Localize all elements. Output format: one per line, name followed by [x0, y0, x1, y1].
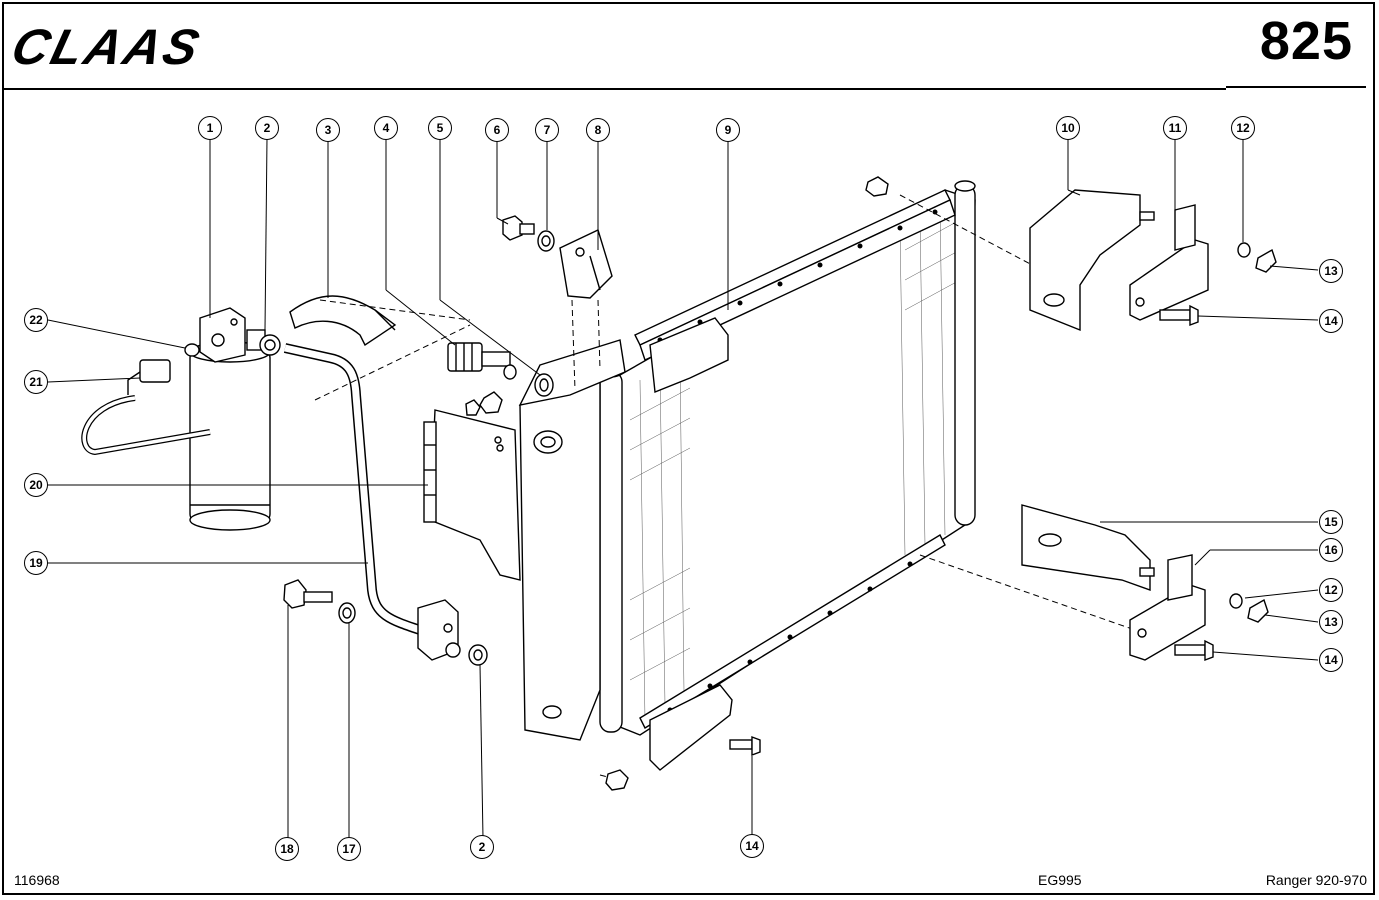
callout-14-upper: 14: [1319, 309, 1343, 333]
callout-16: 16: [1319, 538, 1343, 562]
o-ring-2-lower: [468, 644, 488, 666]
callout-5: 5: [428, 116, 452, 140]
callout-13-lower: 13: [1319, 610, 1343, 634]
model-range: Ranger 920-970: [1265, 872, 1367, 888]
callout-2: 2: [255, 116, 279, 140]
tube-end-block: [417, 599, 461, 661]
mounting-plate: [423, 339, 626, 741]
receiver-drier: [189, 307, 271, 531]
callout-3: 3: [316, 118, 340, 142]
bolt-6: [502, 215, 535, 241]
callout-20: 20: [24, 473, 48, 497]
callout-12-lower: 12: [1319, 578, 1343, 602]
callout-21: 21: [24, 370, 48, 394]
clamp: [289, 295, 397, 347]
callout-12: 12: [1231, 116, 1255, 140]
callout-2-lower: 2: [470, 835, 494, 859]
callout-13-upper: 13: [1319, 259, 1343, 283]
bracket-15: [1021, 504, 1155, 591]
callout-11: 11: [1163, 116, 1187, 140]
callout-15: 15: [1319, 510, 1343, 534]
callout-7: 7: [535, 118, 559, 142]
seal-ring-22: [184, 343, 200, 357]
hanger-bracket-8: [559, 229, 613, 299]
fitting-2-upper: [246, 329, 281, 356]
callout-19: 19: [24, 551, 48, 575]
callout-4: 4: [374, 116, 398, 140]
drawing-number: 116968: [14, 872, 60, 888]
washer-7: [537, 230, 555, 252]
callout-14-bottom: 14: [740, 834, 764, 858]
header-divider: [2, 88, 1226, 90]
callout-10: 10: [1056, 116, 1080, 140]
group-code: EG995: [1038, 872, 1082, 888]
page-number: 825: [1259, 11, 1353, 71]
bracket-10: [1029, 189, 1155, 332]
callout-18: 18: [275, 837, 299, 861]
pressure-switch: [81, 359, 211, 456]
svg-text:CLAAS: CLAAS: [14, 20, 208, 72]
callout-8: 8: [586, 118, 610, 142]
union-fitting: [447, 342, 517, 380]
callout-6: 6: [485, 118, 509, 142]
bottom-rail: [639, 534, 946, 729]
condenser-core: [599, 180, 976, 736]
callout-14-right: 14: [1319, 648, 1343, 672]
claas-logo: CLAAS: [14, 20, 208, 72]
page-number-underline: [1226, 86, 1366, 88]
callout-1: 1: [198, 116, 222, 140]
callout-9: 9: [716, 118, 740, 142]
o-ring-5: [534, 373, 554, 397]
callout-22: 22: [24, 308, 48, 332]
bolt-18: [283, 579, 333, 609]
top-rail: [634, 189, 956, 361]
callout-17: 17: [337, 837, 361, 861]
leader-lines: [47, 137, 1319, 839]
washer-17: [338, 602, 356, 624]
bracket-16: [1129, 554, 1206, 661]
bracket-11: [1129, 204, 1209, 321]
